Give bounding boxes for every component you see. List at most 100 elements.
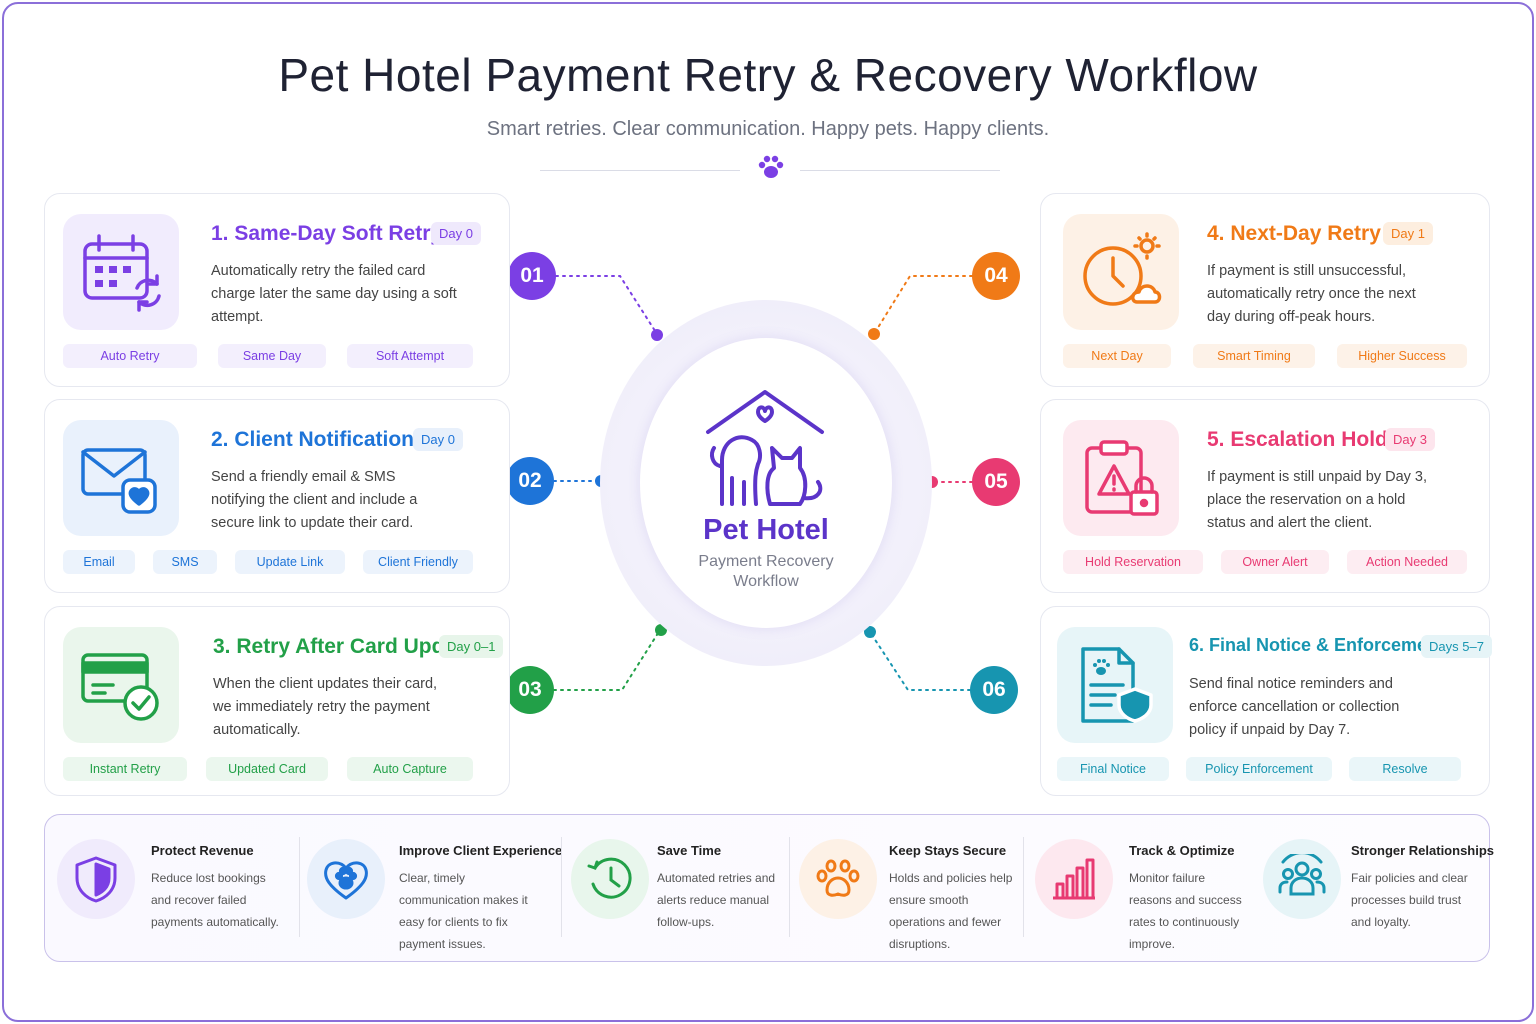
step-badge-1: Day 0	[431, 222, 481, 245]
tag: Updated Card	[206, 757, 328, 781]
step-card-4: 4. Next-Day Retry Day 1 If payment is st…	[1040, 193, 1490, 387]
step-badge-2: Day 0	[413, 428, 463, 451]
step-desc-2: Send a friendly email & SMS notifying th…	[211, 469, 418, 531]
step-badge-6: Days 5–7	[1421, 635, 1492, 658]
benefits-bar: Protect Revenue Reduce lost bookings and…	[44, 814, 1494, 962]
step-desc-5: If payment is still unpaid by Day 3, pla…	[1207, 469, 1428, 531]
step-desc-3: When the client updates their card, we i…	[213, 676, 438, 738]
benefit-desc: Holds and policies help ensure smooth op…	[889, 871, 1013, 951]
tag: Same Day	[218, 344, 326, 368]
heart-paw-icon	[307, 839, 385, 919]
center-subtitle-line1: Payment Recovery	[698, 553, 834, 570]
title-divider-left	[540, 170, 740, 171]
step-card-6: 6. Final Notice & Enforcement Days 5–7 S…	[1040, 606, 1492, 796]
benefit-save-time: Save Time Automated retries and alerts r…	[571, 835, 789, 945]
step-badge-5: Day 3	[1385, 428, 1435, 451]
step-card-2: 2. Client Notification Day 0 Send a frie…	[44, 399, 510, 593]
tag: Hold Reservation	[1063, 550, 1203, 574]
step-desc-6: Send final notice reminders and enforce …	[1189, 676, 1400, 738]
tag: Instant Retry	[63, 757, 187, 781]
tag: Next Day	[1063, 344, 1171, 368]
tag: Soft Attempt	[347, 344, 473, 368]
step-tags-4: Next Day Smart Timing Higher Success	[1063, 344, 1467, 368]
step-title-4: 4. Next-Day Retry	[1207, 222, 1381, 245]
title-divider-right	[800, 170, 1000, 171]
step-badge-3: Day 0–1	[439, 635, 504, 658]
step-number-5: 05	[972, 458, 1020, 506]
people-icon	[1263, 839, 1341, 919]
clock-sun-icon	[1063, 214, 1179, 330]
step-number-6: 06	[970, 666, 1018, 714]
center-subtitle-line2: Workflow	[733, 573, 799, 590]
step-tags-6: Final Notice Policy Enforcement Resolve	[1057, 757, 1461, 781]
step-card-1: 1. Same-Day Soft Retry Day 0 Automatical…	[44, 193, 510, 387]
benefit-track-optimize: Track & Optimize Monitor failure reasons…	[1035, 835, 1253, 951]
benefit-title: Track & Optimize	[1129, 843, 1235, 858]
tag: Email	[63, 550, 135, 574]
clipboard-warning-lock-icon	[1063, 420, 1179, 536]
tag: Smart Timing	[1193, 344, 1315, 368]
shield-icon	[57, 839, 135, 919]
envelope-heart-icon	[63, 420, 179, 536]
benefit-title: Save Time	[657, 843, 722, 858]
step-number-2: 02	[506, 457, 554, 505]
tag: Resolve	[1349, 757, 1461, 781]
center-title: Pet Hotel	[703, 514, 829, 546]
bar-chart-icon	[1035, 839, 1113, 919]
step-title-5: 5. Escalation Hold	[1207, 428, 1388, 451]
document-shield-icon	[1057, 627, 1173, 743]
benefit-protect-revenue: Protect Revenue Reduce lost bookings and…	[57, 835, 297, 945]
step-card-5: 5. Escalation Hold Day 3 If payment is s…	[1040, 399, 1490, 593]
benefit-keep-stays-secure: Keep Stays Secure Holds and policies hel…	[799, 835, 1025, 951]
benefit-title: Protect Revenue	[151, 843, 254, 858]
step-desc-1: Automatically retry the failed card char…	[211, 263, 457, 325]
benefit-desc: Automated retries and alerts reduce manu…	[657, 871, 776, 929]
step-title-6: 6. Final Notice & Enforcement	[1189, 635, 1445, 655]
tag: Owner Alert	[1221, 550, 1329, 574]
step-tags-5: Hold Reservation Owner Alert Action Need…	[1063, 550, 1467, 574]
tag: Auto Capture	[347, 757, 473, 781]
paw-icon	[758, 155, 784, 178]
benefit-desc: Reduce lost bookings and recover failed …	[151, 871, 279, 929]
benefit-client-experience: Improve Client Experience Clear, timely …	[307, 835, 562, 951]
step-title-3: 3. Retry After Card Update	[213, 635, 475, 658]
benefit-separator	[299, 837, 300, 937]
step-title-2: 2. Client Notification	[211, 428, 415, 451]
step-title-1: 1. Same-Day Soft Retry	[211, 222, 443, 245]
step-number-3: 03	[506, 666, 554, 714]
page-subtitle: Smart retries. Clear communication. Happ…	[486, 118, 1050, 140]
benefit-separator	[789, 837, 790, 937]
step-number-1: 01	[508, 252, 556, 300]
tag: Client Friendly	[363, 550, 473, 574]
paw-icon	[799, 839, 877, 919]
tag: Action Needed	[1347, 550, 1467, 574]
benefit-desc: Fair policies and clear processes build …	[1351, 871, 1468, 929]
benefit-stronger-relationships: Stronger Relationships Fair policies and…	[1263, 835, 1494, 945]
tag: Auto Retry	[63, 344, 197, 368]
calendar-retry-icon	[63, 214, 179, 330]
tag: Update Link	[235, 550, 345, 574]
benefit-title: Stronger Relationships	[1351, 843, 1495, 858]
step-tags-3: Instant Retry Updated Card Auto Capture	[63, 757, 473, 781]
pet-hotel-logo-icon	[706, 390, 824, 506]
tag: SMS	[153, 550, 217, 574]
step-tags-1: Auto Retry Same Day Soft Attempt	[63, 344, 473, 368]
benefit-separator	[1023, 837, 1024, 937]
step-number-4: 04	[972, 252, 1020, 300]
tag: Higher Success	[1337, 344, 1467, 368]
card-check-icon	[63, 627, 179, 743]
center-subtitle: Payment Recovery Workflow	[640, 552, 892, 592]
step-badge-4: Day 1	[1383, 222, 1433, 245]
clock-history-icon	[571, 839, 649, 919]
benefit-title: Keep Stays Secure	[889, 843, 1007, 858]
page-title: Pet Hotel Payment Retry & Recovery Workf…	[278, 49, 1258, 101]
benefit-title: Improve Client Experience	[399, 843, 563, 858]
tag: Final Notice	[1057, 757, 1169, 781]
tag: Policy Enforcement	[1186, 757, 1332, 781]
benefit-separator	[561, 837, 562, 937]
benefit-desc: Clear, timely communication makes it eas…	[399, 871, 528, 951]
step-desc-4: If payment is still unsuccessful, automa…	[1207, 263, 1416, 325]
step-tags-2: Email SMS Update Link Client Friendly	[63, 550, 473, 574]
step-card-3: 3. Retry After Card Update Day 0–1 When …	[44, 606, 510, 796]
benefit-desc: Monitor failure reasons and success rate…	[1129, 871, 1242, 951]
